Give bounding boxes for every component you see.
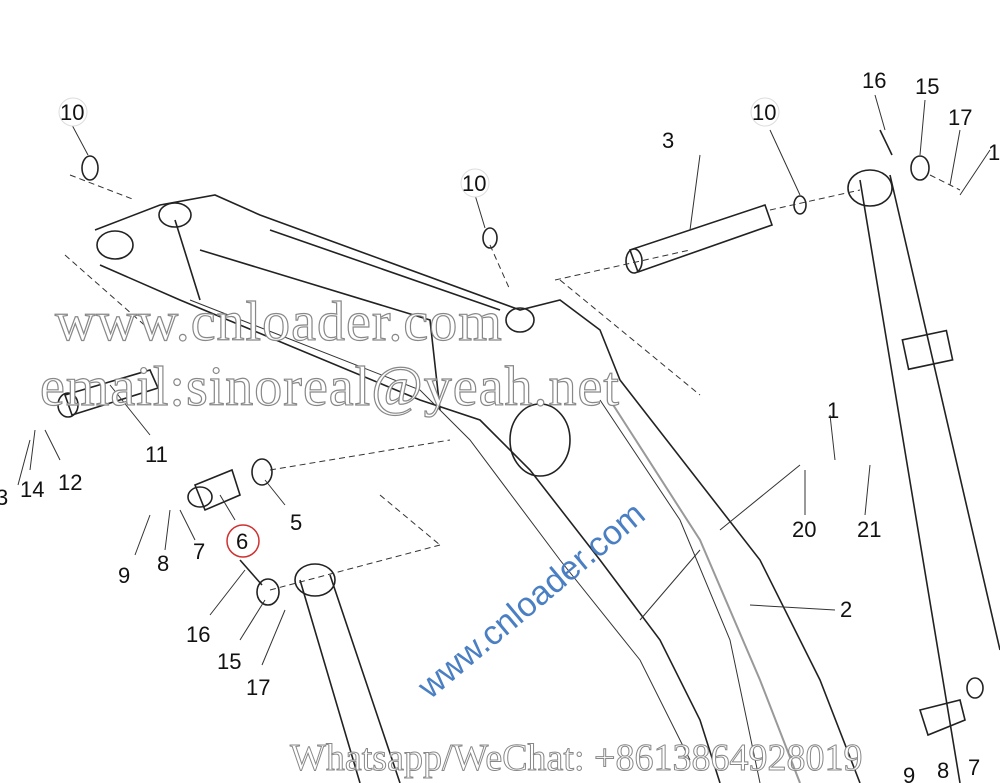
- callout-7: 7: [193, 539, 205, 564]
- highlight-ring: [226, 524, 260, 558]
- callout-10: 10: [752, 100, 776, 125]
- callout-1: 1: [988, 140, 1000, 165]
- callout-6: 6: [236, 529, 248, 554]
- callout-8: 8: [157, 551, 169, 576]
- callout-5: 5: [290, 510, 302, 535]
- callout-17: 17: [948, 105, 972, 130]
- watermark-email: email:sinoreal@yeah.net: [40, 356, 620, 418]
- callout-9: 9: [118, 563, 130, 588]
- callout-10: 10: [462, 171, 486, 196]
- callout-12: 12: [58, 470, 82, 495]
- watermark-contact: Whatsapp/WeChat: +8613864928019: [290, 737, 862, 779]
- watermark-website-diagonal: www.cnloader.com: [410, 495, 652, 707]
- callout-10: 10: [60, 100, 84, 125]
- callout-11: 11: [145, 442, 168, 467]
- callout-3: 3: [662, 128, 674, 153]
- callout-21: 21: [857, 517, 881, 542]
- watermark-website: www.cnloader.com: [55, 291, 503, 353]
- callout-16: 16: [862, 68, 886, 93]
- boom-body: [94, 194, 861, 783]
- leader-lines: [17, 94, 991, 666]
- watermarks: www.cnloader.com email:sinoreal@yeah.net…: [39, 290, 863, 779]
- cylinders: [294, 169, 1000, 783]
- callout-15: 15: [915, 74, 939, 99]
- callout-1: 1: [827, 398, 839, 423]
- callout-16: 16: [186, 622, 210, 647]
- callout-14: 14: [20, 477, 44, 502]
- callout-8: 8: [937, 758, 949, 783]
- callout-9: 9: [903, 763, 915, 783]
- callout-labels: 10 10 10 3 16 15 17 1 11 12 3 14 9 8 7 6…: [0, 68, 1000, 783]
- callout-7: 7: [968, 755, 980, 780]
- callout-17: 17: [246, 675, 270, 700]
- assembly-lines: [64, 174, 961, 591]
- callout-20: 20: [792, 517, 816, 542]
- callout-3: 3: [0, 485, 8, 510]
- callout-2: 2: [840, 597, 852, 622]
- callout-15: 15: [217, 649, 241, 674]
